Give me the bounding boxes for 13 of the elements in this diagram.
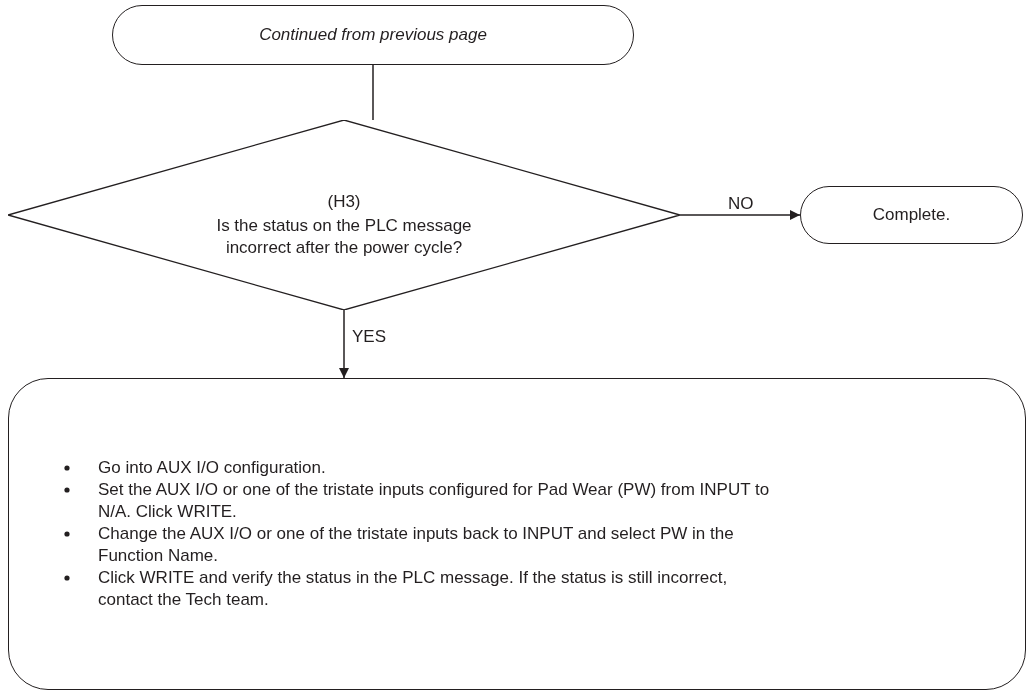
instruction-text: Click WRITE and verify the status in the PLC message. If the status is still incorrect, contact the Tech team. (98, 568, 728, 610)
decision-text: (H3) (326, 190, 362, 213)
arrow (339, 309, 349, 379)
instruction-text: Change the AUX I/O or one of the tristate inputs back to INPUT and select PW in the Function Name. (98, 523, 734, 566)
decision-diamond (8, 120, 680, 310)
terminal-text: Complete. (872, 203, 951, 226)
terminal-box (112, 5, 634, 65)
instruction-text: Set the AUX I/O or one of the tristate inputs configured for Pad Wear (PW) from INPUT to N/A. Click WRITE. (98, 479, 770, 521)
arrow (679, 210, 801, 220)
decision-text: Is the status on the PLC message incorrect after the power cycle? (215, 214, 473, 260)
terminal-text: Continued from previous page (259, 23, 487, 46)
instruction-text: Go into AUX I/O configuration. (98, 457, 326, 477)
process-box (8, 378, 1026, 690)
